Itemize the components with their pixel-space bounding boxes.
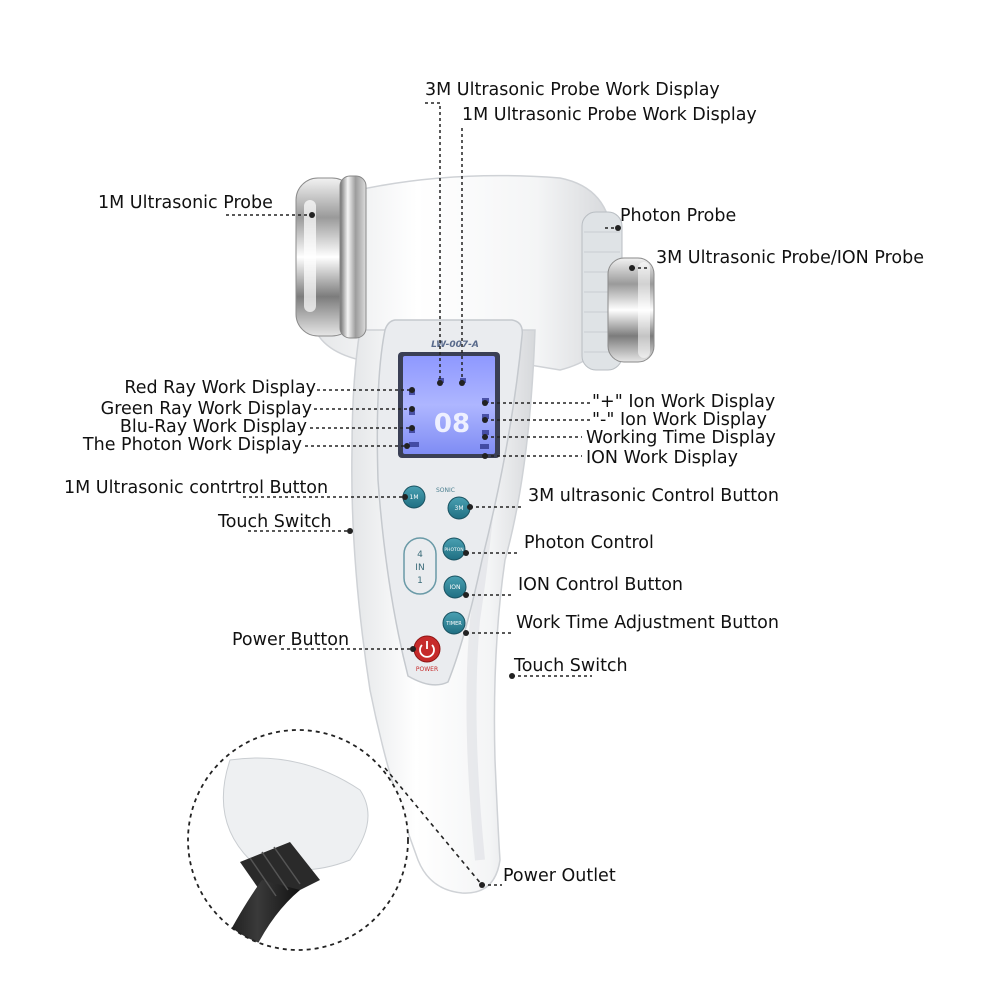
power-icon (419, 644, 435, 658)
lcd-time-readout: 08 (434, 409, 470, 439)
label-1m-control: 1M Ultrasonic contrtrol Button (64, 478, 329, 498)
button-3m[interactable]: 3M (447, 496, 471, 520)
button-timer[interactable]: TIMER (442, 611, 466, 635)
label-red-ray: Red Ray Work Display (124, 378, 316, 398)
label-ion-display: ION Work Display (586, 448, 738, 468)
label-photon-probe: Photon Probe (620, 206, 737, 226)
label-3m-control: 3M ultrasonic Control Button (528, 486, 779, 506)
power-button[interactable]: POWER (413, 635, 441, 673)
svg-text:1: 1 (417, 576, 423, 586)
button-ion[interactable]: ION (443, 575, 467, 599)
label-3m-probe-display: 3M Ultrasonic Probe Work Display (425, 80, 720, 100)
label-1m-probe-display: 1M Ultrasonic Probe Work Display (462, 105, 757, 125)
label-ion-control: ION Control Button (518, 575, 684, 595)
probe-1m (295, 175, 367, 339)
photon-probe (581, 211, 655, 371)
svg-text:TIMER: TIMER (445, 621, 462, 627)
label-blu-ray: Blu-Ray Work Display (119, 417, 307, 437)
label-photon-display: The Photon Work Display (82, 435, 302, 455)
svg-text:PHOTON: PHOTON (444, 547, 463, 553)
four-in-one-badge: 4 IN 1 (403, 537, 437, 595)
label-power-button: Power Button (232, 630, 350, 650)
svg-text:IN: IN (415, 563, 424, 573)
leader-lines (226, 102, 650, 886)
label-work-time-adjust: Work Time Adjustment Button (516, 613, 779, 633)
label-touch-switch-right: Touch Switch (514, 656, 628, 676)
lcd-display: 08 (398, 352, 500, 458)
label-1m-probe: 1M Ultrasonic Probe (98, 193, 273, 213)
svg-text:3M: 3M (455, 505, 464, 512)
label-touch-switch-left: Touch Switch (218, 512, 332, 532)
label-photon-control: Photon Control (524, 533, 654, 553)
model-label: LW-007-A (431, 340, 479, 350)
label-3m-ion-probe: 3M Ultrasonic Probe/ION Probe (656, 248, 924, 268)
svg-text:4: 4 (417, 550, 423, 560)
leader-dots (309, 212, 635, 888)
svg-text:ION: ION (450, 584, 461, 591)
label-plus-ion: "+" Ion Work Display (592, 392, 776, 412)
label-green-ray: Green Ray Work Display (100, 399, 312, 419)
label-working-time: Working Time Display (586, 428, 776, 448)
button-1m[interactable]: 1M (402, 485, 426, 509)
button-photon[interactable]: PHOTON (442, 537, 466, 561)
sonic-label: SONIC (436, 487, 455, 494)
label-minus-ion: "-" Ion Work Display (592, 410, 767, 430)
power-outlet-zoom (187, 729, 483, 951)
svg-text:1M: 1M (410, 494, 419, 501)
label-power-outlet: Power Outlet (503, 866, 616, 886)
svg-text:POWER: POWER (416, 666, 438, 673)
